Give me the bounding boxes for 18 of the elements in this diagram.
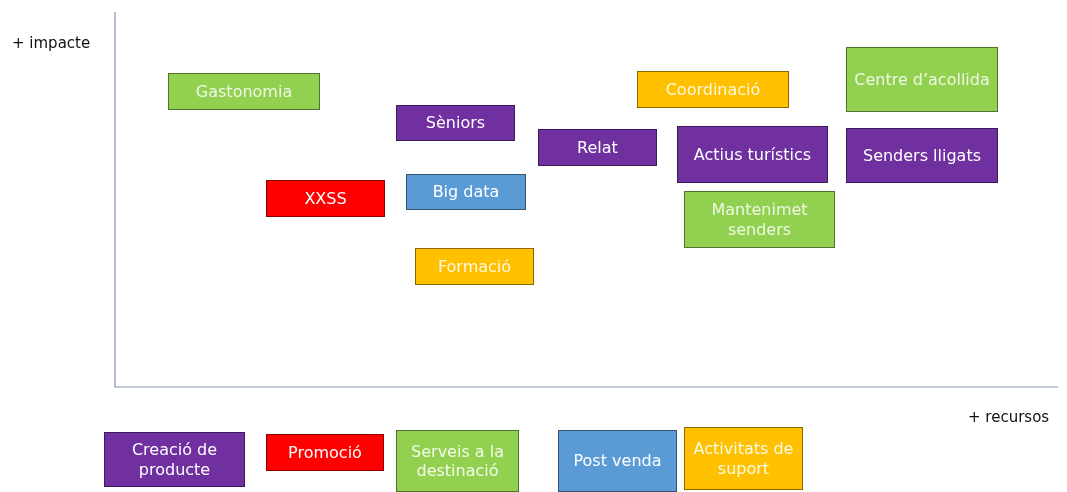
category-box: Big data [406,174,526,210]
legend-swatch: Post venda [558,430,677,492]
axis-label: + impacte [12,34,91,52]
category-box: XXSS [266,180,385,217]
category-box: Relat [538,129,657,166]
axis-label: + recursos [968,408,1050,426]
category-box: Centre d’acollida [846,47,998,112]
category-box: Actius turístics [677,126,828,183]
category-box: Senders lligats [846,128,998,183]
category-box: Coordinació [637,71,789,108]
legend-swatch: Activitats de suport [684,427,803,490]
category-box: Formació [415,248,534,285]
legend-swatch: Promoció [266,434,384,471]
category-box: Sèniors [396,105,515,141]
legend-swatch: Creació de producte [104,432,245,487]
category-box: Mantenimet senders [684,191,835,248]
category-box: Gastonomia [168,73,320,110]
legend-swatch: Serveis a la destinació [396,430,519,492]
